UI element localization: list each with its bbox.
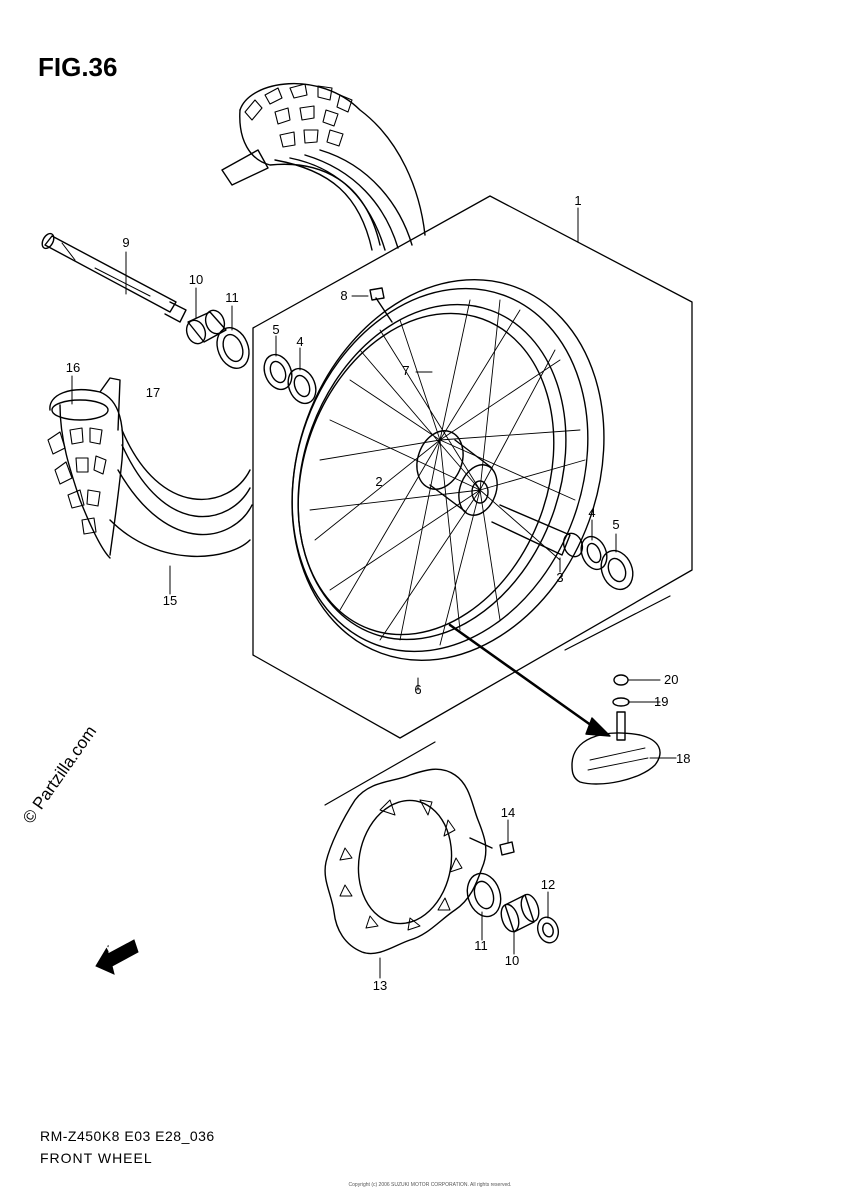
brake-group-box (324, 741, 436, 806)
seal-left (216, 327, 250, 369)
brake-disc (324, 768, 487, 955)
callout-10-lower: 10 (504, 953, 520, 968)
tire-upper (221, 82, 426, 251)
callout-19: 19 (654, 694, 669, 709)
callout-20: 20 (664, 672, 679, 687)
fwd-arrow-icon (95, 939, 139, 975)
valve-parts (571, 674, 661, 785)
spokes (309, 299, 586, 646)
rim-band-pointer (448, 623, 597, 730)
callout-17: 17 (145, 385, 161, 400)
callout-8: 8 (340, 288, 348, 303)
bearing-right (580, 535, 634, 591)
callout-4: 4 (296, 334, 304, 349)
callout-14: 14 (500, 805, 516, 820)
spacer-left (185, 309, 227, 345)
callout-11: 11 (225, 290, 239, 305)
wheel-assembly-box (252, 195, 693, 739)
callout-10: 10 (188, 272, 204, 287)
callout-6: 6 (414, 682, 422, 697)
spacer-right (491, 504, 584, 558)
hub (416, 430, 498, 516)
copyright-notice: Copyright (c) 2006 SUZUKI MOTOR CORPORAT… (348, 1182, 512, 1188)
callout-13: 13 (372, 978, 388, 993)
callout-4-right: 4 (588, 505, 596, 520)
callout-16: 16 (65, 360, 81, 375)
figure-caption: FRONT WHEEL (40, 1150, 153, 1166)
tire-lower (47, 377, 253, 559)
callout-15: 15 (162, 593, 178, 608)
lower-hardware (466, 872, 560, 944)
callout-5: 5 (272, 322, 280, 337)
rim-nipple (369, 287, 393, 323)
callout-3: 3 (556, 570, 564, 585)
leader-lines (71, 207, 677, 979)
wheel-rim (291, 279, 605, 661)
disc-bolt (469, 837, 515, 856)
callout-2: 2 (375, 474, 383, 489)
figure-title: FIG.36 (38, 52, 118, 82)
bearing-left (263, 353, 317, 405)
callout-18: 18 (676, 751, 691, 766)
callout-12: 12 (540, 877, 556, 892)
callout-9: 9 (122, 235, 130, 250)
callout-1: 1 (574, 193, 582, 208)
callout-7: 7 (402, 363, 410, 378)
callout-11-lower: 11 (474, 938, 488, 953)
axle (41, 232, 187, 323)
callout-5-right: 5 (612, 517, 620, 532)
model-code: RM-Z450K8 E03 E28_036 (40, 1128, 215, 1144)
